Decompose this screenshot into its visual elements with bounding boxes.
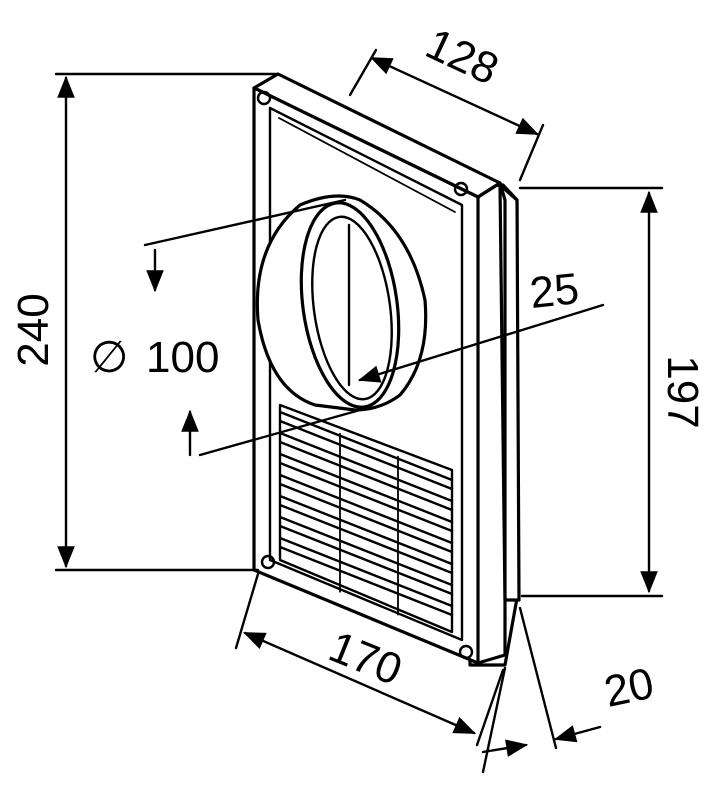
dim-diameter-symbol: ∅ xyxy=(90,333,128,382)
dim-spigot-25: 25 xyxy=(347,223,605,387)
frame-right-edge xyxy=(476,181,507,665)
louvre-slat xyxy=(278,494,454,575)
dim-label-170: 170 xyxy=(322,622,408,695)
screw-hole-top-right xyxy=(453,181,469,197)
dim-thickness-20: 20 xyxy=(481,606,658,774)
dim-label-240: 240 xyxy=(9,293,58,366)
louvre-slat xyxy=(278,473,454,554)
screw-hole-bottom-left xyxy=(260,554,276,570)
dim-diameter-100: ∅ 100 xyxy=(90,198,362,457)
louvre-slat xyxy=(278,452,454,533)
dim-label-197: 197 xyxy=(658,355,707,428)
dim-label-25: 25 xyxy=(527,264,581,318)
spigot-rim-inner xyxy=(311,215,393,401)
frame-inner-bevel xyxy=(278,117,456,213)
dim-label-100: 100 xyxy=(146,333,219,382)
frame-back-plate xyxy=(498,183,521,602)
dim-height-240: 240 xyxy=(9,72,278,572)
louvre-slat xyxy=(278,515,454,596)
dim-label-20: 20 xyxy=(600,659,658,717)
louvre-slat xyxy=(278,431,454,512)
screw-hole-top-left xyxy=(256,90,272,106)
louvre-grid xyxy=(278,403,454,634)
dim-height-197: 197 xyxy=(518,186,707,598)
dim-label-128: 128 xyxy=(419,19,506,94)
louvre-slat xyxy=(278,536,454,617)
